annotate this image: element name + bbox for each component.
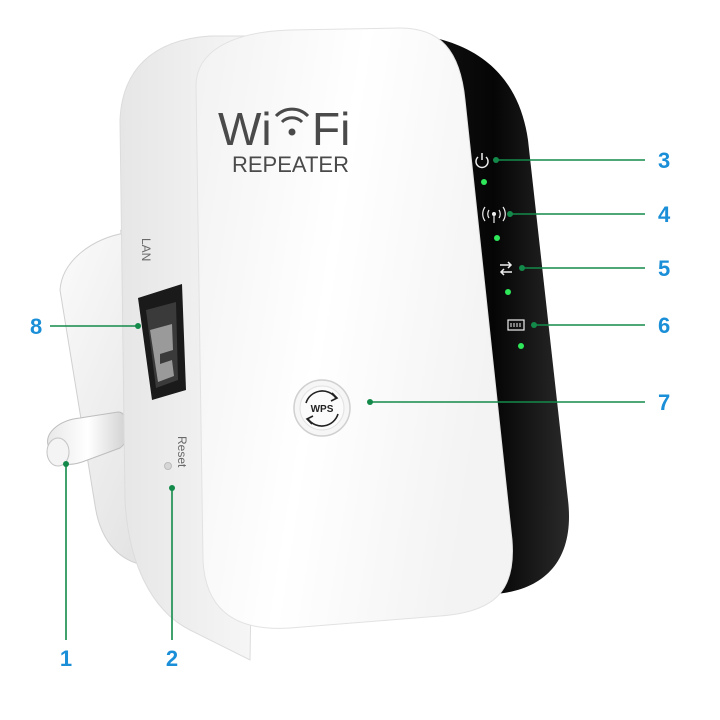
callout-numbers: 1 2 3 4 5 6 7 8 — [30, 148, 671, 671]
lan-led — [518, 343, 524, 349]
reset-button[interactable] — [164, 462, 172, 470]
power-icon — [475, 153, 489, 169]
power-led — [481, 179, 487, 185]
data-indicator — [499, 261, 513, 295]
callout-1: 1 — [60, 646, 72, 671]
ethernet-port-icon — [507, 319, 525, 331]
callout-7: 7 — [658, 390, 670, 415]
callout-6: 6 — [658, 313, 670, 338]
wps-label: WPS — [311, 404, 334, 415]
transfer-arrows-icon — [499, 261, 513, 276]
wifi-led — [494, 235, 500, 241]
callout-8: 8 — [30, 314, 42, 339]
wifi-signal-icon — [274, 107, 310, 136]
front-face — [195, 27, 513, 629]
leader-lines — [50, 157, 645, 640]
lan-indicator — [507, 319, 525, 349]
callout-5: 5 — [658, 256, 670, 281]
callout-3: 3 — [658, 148, 670, 173]
callout-4: 4 — [658, 202, 671, 227]
data-led — [505, 289, 511, 295]
plug-pin — [46, 411, 129, 467]
model-label: REPEATER — [232, 152, 349, 177]
callout-2: 2 — [166, 646, 178, 671]
wifi-indicator — [482, 206, 506, 241]
power-indicator — [475, 153, 489, 185]
wps-button[interactable]: WPS — [293, 379, 351, 437]
wps-icon — [305, 390, 339, 427]
brand-suffix: Fi — [312, 103, 350, 155]
lan-label: LAN — [139, 238, 153, 261]
wireless-signal-icon — [482, 206, 506, 223]
reset-label: Reset — [175, 436, 189, 468]
brand-prefix: Wi — [218, 103, 272, 155]
brand-logo: Wi Fi REPEATER — [218, 103, 350, 177]
lan-port — [138, 284, 186, 400]
